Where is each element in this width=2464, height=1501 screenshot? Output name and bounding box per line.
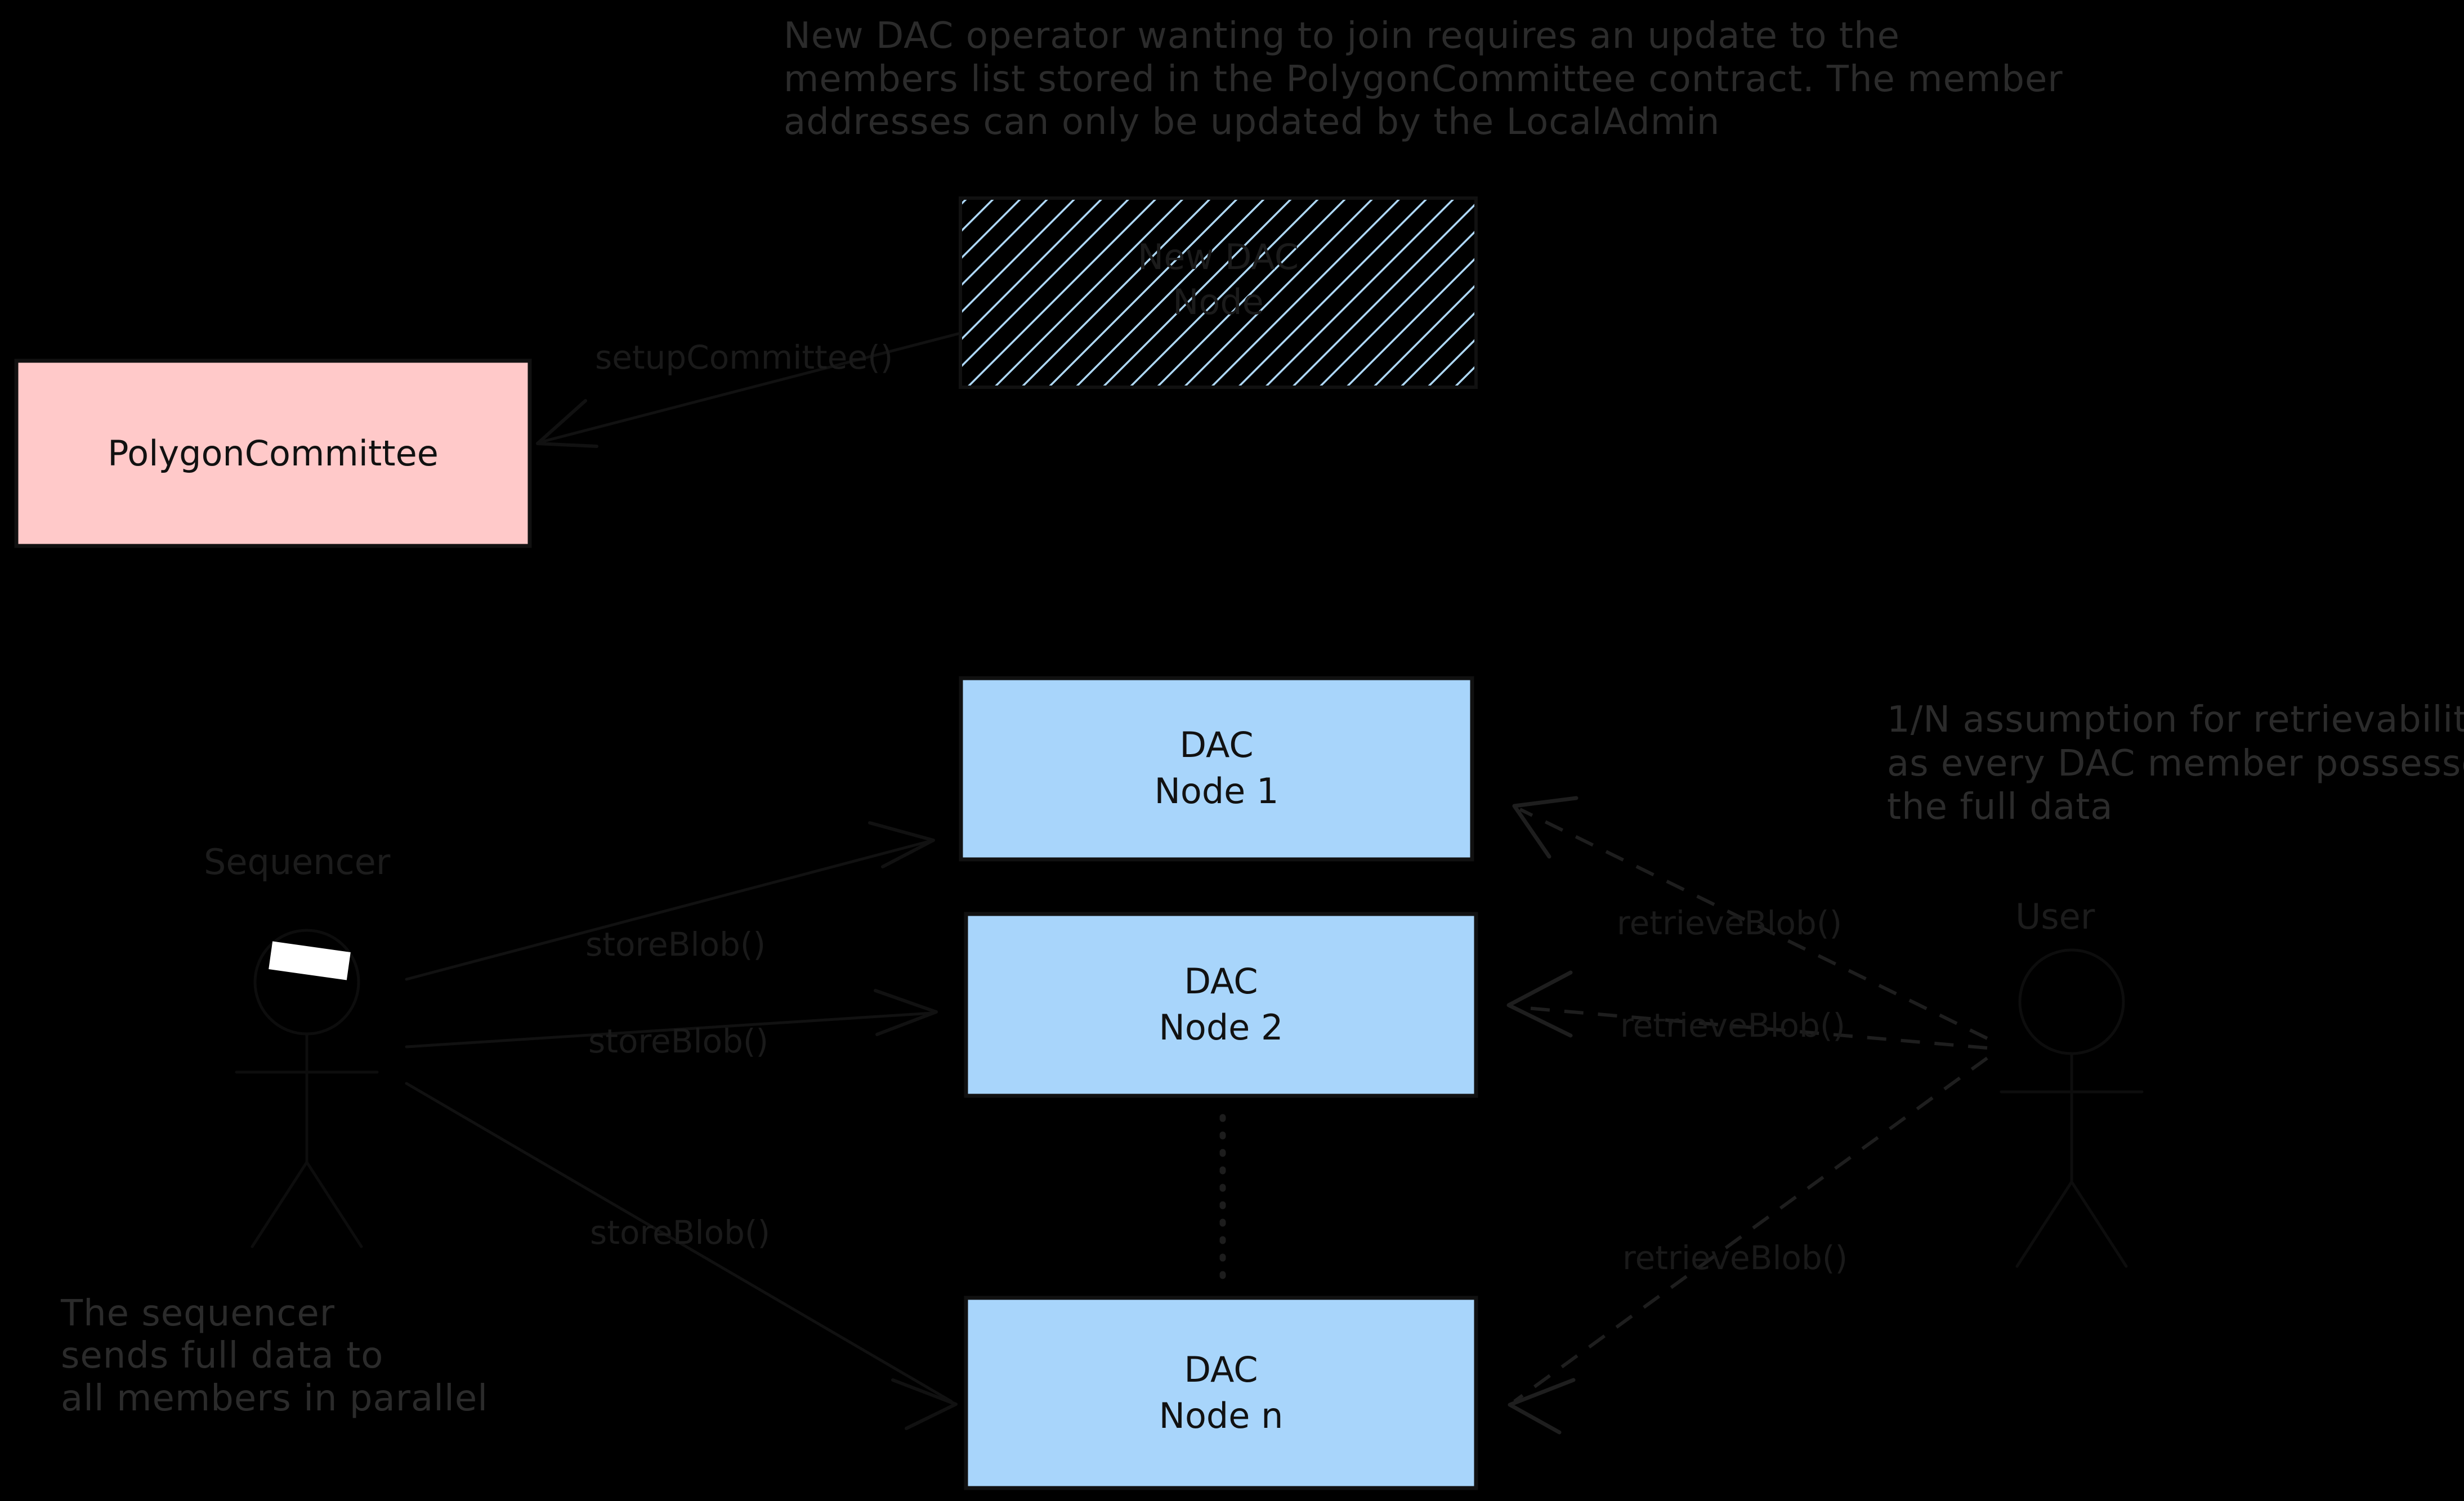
store-blob-1-label: storeBlob() [585,925,766,964]
sequencer-left-leg-icon [251,1161,308,1248]
new-dac-node-rect[interactable] [959,196,1478,389]
edge-store-blob-2: storeBlob() [405,989,938,1060]
dac-node-n-label-line2: Node n [1159,1395,1284,1436]
sequencer-right-leg-icon [305,1161,363,1248]
note-right-line-1: 1/N assumption for retrievability, [1887,699,2464,741]
edge-store-blob-n: storeBlob() [405,1082,958,1430]
dac-node-2-label-line1: DAC [1184,961,1258,1002]
sequencer-highlight-marker [269,941,351,980]
note-top-line-2: members list stored in the PolygonCommit… [784,59,2063,100]
edge-retrieve-blob-2: retrieveBlob() [1506,970,1988,1050]
retrieve-blob-2-label: retrieveBlob() [1620,1006,1845,1045]
user-label: User [2015,896,2095,937]
store-blob-n-arrowhead [891,1378,958,1430]
dac-node-1-box[interactable]: DAC Node 1 [959,676,1474,862]
store-blob-n-label: storeBlob() [590,1213,770,1252]
polygon-committee-label: PolygonCommittee [108,433,439,474]
edge-setup-committee: setupCommittee() [536,331,962,448]
sequencer-label: Sequencer [204,841,391,882]
store-blob-2-arrowhead [874,989,938,1036]
store-blob-1-line [405,840,931,981]
dac-node-2-box[interactable]: DAC Node 2 [964,912,1478,1098]
sequencer-head-icon [253,929,360,1036]
note-right-line-3: the full data [1887,786,2113,828]
polygon-committee-box[interactable]: PolygonCommittee [14,359,532,548]
polygon-committee-rect[interactable] [14,359,532,548]
note-right: 1/N assumption for retrievability, as ev… [1887,699,2464,828]
dac-node-1-label-line2: Node 1 [1155,770,1279,812]
note-right-line-2: as every DAC member possesses [1887,743,2464,785]
dac-node-2-label-line2: Node 2 [1159,1007,1284,1048]
retrieve-blob-1-label: retrieveBlob() [1617,904,1842,942]
dac-node-1-label-line1: DAC [1179,724,1253,765]
dac-node-1-rect[interactable] [959,676,1474,862]
store-blob-2-line [405,1011,933,1049]
note-top-line-3: addresses can only be updated by the Loc… [784,101,1720,143]
sequencer-actor[interactable]: Sequencer [204,841,391,1248]
setup-committee-arrowhead [536,399,598,448]
user-left-leg-icon [2015,1180,2073,1268]
retrieve-blob-2-line [1519,1006,1988,1050]
retrieve-blob-2-arrowhead [1506,970,1573,1038]
note-bottom-left-line-1: The sequencer [60,1293,335,1334]
note-bottom-left: The sequencer sends full data to all mem… [60,1293,488,1419]
new-dac-node-label-line1: New DAC [1138,236,1299,277]
new-dac-node-label-line2: Node [1173,281,1264,322]
dac-node-2-rect[interactable] [964,912,1478,1098]
setup-committee-line [540,331,962,443]
note-bottom-left-line-3: all members in parallel [61,1378,488,1419]
retrieve-blob-n-line [1513,1056,1988,1403]
dac-node-n-label-line1: DAC [1184,1349,1258,1390]
note-top: New DAC operator wanting to join require… [784,15,2063,143]
edge-store-blob-1: storeBlob() [405,821,935,981]
edge-retrieve-blob-n: retrieveBlob() [1508,1056,1988,1435]
setup-committee-label: setupCommittee() [595,338,893,377]
note-top-line-1: New DAC operator wanting to join require… [784,15,1900,57]
edge-retrieve-blob-1: retrieveBlob() [1512,796,1988,1040]
retrieve-blob-n-label: retrieveBlob() [1622,1239,1848,1277]
retrieve-blob-1-arrowhead [1512,796,1578,859]
dac-node-n-box[interactable]: DAC Node n [964,1296,1478,1490]
store-blob-2-label: storeBlob() [588,1022,768,1060]
user-actor[interactable]: User [2000,896,2144,1268]
note-bottom-left-line-2: sends full data to [61,1335,383,1377]
dac-node-n-rect[interactable] [964,1296,1478,1490]
store-blob-n-line [405,1082,953,1403]
store-blob-1-arrowhead [868,821,935,868]
retrieve-blob-n-arrowhead [1508,1378,1576,1435]
user-head-icon [2018,948,2125,1055]
new-dac-node-box[interactable]: New DAC Node [959,196,1478,389]
user-right-leg-icon [2070,1180,2128,1268]
